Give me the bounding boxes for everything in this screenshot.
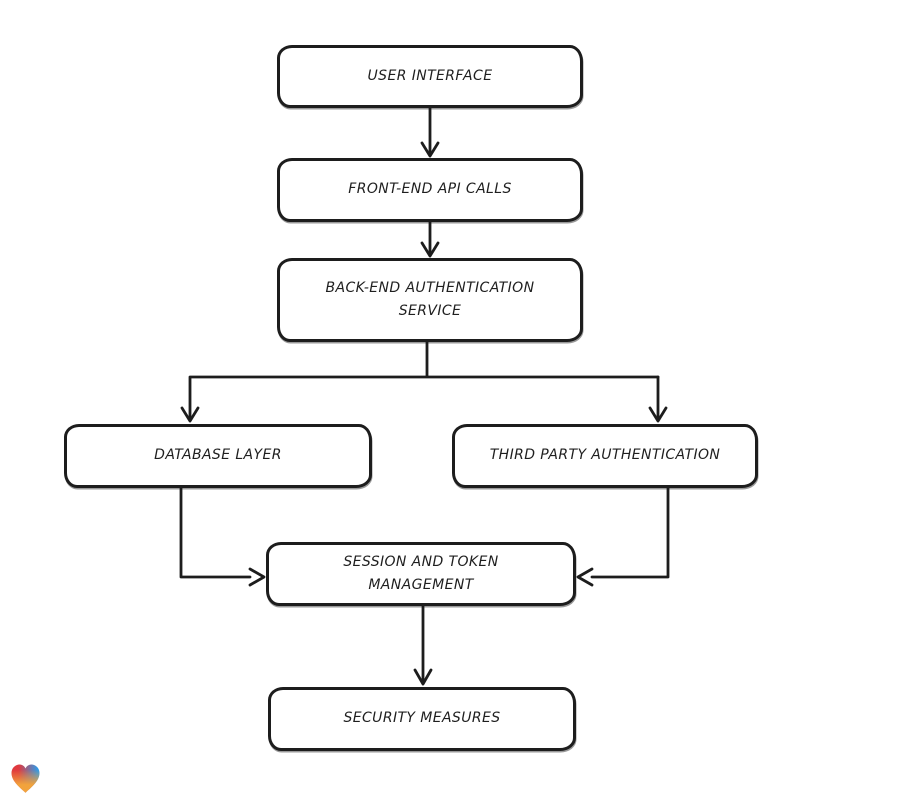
edge-session-and-token-management-to-security-measures: [413, 604, 433, 686]
node-session-and-token-management[interactable]: SESSION AND TOKEN MANAGEMENT: [266, 542, 576, 606]
node-front-end-api-calls[interactable]: FRONT-END API CALLS: [277, 158, 583, 222]
node-third-party-authentication[interactable]: THIRD PARTY AUTHENTICATION: [452, 424, 758, 488]
node-database-layer[interactable]: DATABASE LAYER: [64, 424, 372, 488]
edge-back-end-authentication-service-to-database-layer: [180, 340, 660, 423]
node-user-interface-label: USER INTERFACE: [367, 67, 493, 84]
node-session-and-token-management-label: SESSION AND TOKEN MANAGEMENT: [343, 553, 499, 593]
node-back-end-authentication-service-label: BACK-END AUTHENTICATION SERVICE: [325, 279, 535, 319]
heart-logo[interactable]: [8, 761, 43, 796]
node-database-layer-label: DATABASE LAYER: [154, 447, 282, 464]
edge-front-end-api-calls-to-back-end-authentication-service: [420, 220, 440, 258]
edge-back-end-authentication-service-to-third-party-authentication: [648, 375, 668, 423]
node-user-interface[interactable]: USER INTERFACE: [277, 45, 583, 108]
node-front-end-api-calls-label: FRONT-END API CALLS: [348, 181, 512, 198]
edge-user-interface-to-front-end-api-calls: [420, 106, 440, 158]
node-security-measures-label: SECURITY MEASURES: [343, 710, 501, 727]
node-third-party-authentication-label: THIRD PARTY AUTHENTICATION: [489, 447, 721, 464]
edge-third-party-authentication-to-session-and-token-management: [576, 486, 670, 587]
node-back-end-authentication-service[interactable]: BACK-END AUTHENTICATION SERVICE: [277, 258, 583, 342]
node-security-measures[interactable]: SECURITY MEASURES: [268, 687, 576, 751]
edge-database-layer-to-session-and-token-management: [179, 486, 266, 587]
